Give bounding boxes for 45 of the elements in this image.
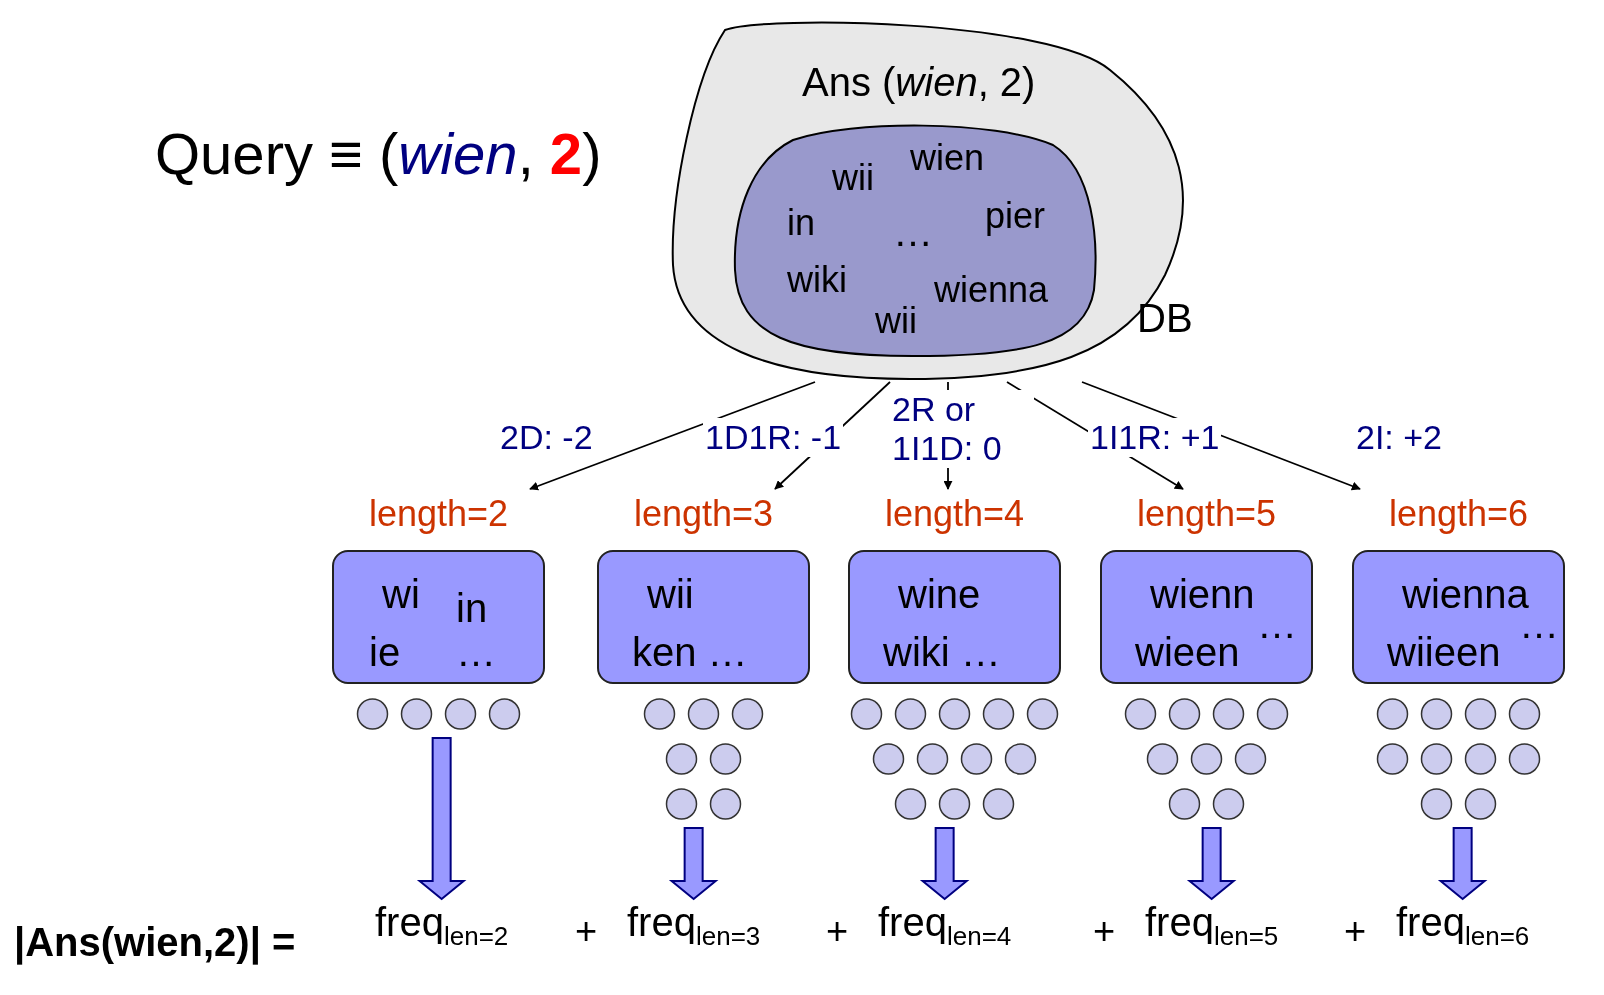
word: wien — [910, 140, 985, 176]
frequency-term: freq$_{len=3}$ — [627, 902, 761, 949]
length-label: length=3 — [632, 496, 775, 532]
plus-sign: + — [826, 912, 849, 950]
plus-sign: + — [575, 912, 598, 950]
length-label: length=5 — [1135, 496, 1278, 532]
plus-sign: + — [1093, 912, 1116, 950]
ellipsis: … — [893, 212, 933, 252]
frequency-term: freq$_{len=5}$ — [1145, 902, 1279, 949]
word: wii — [875, 303, 917, 339]
block-arrow — [668, 827, 719, 901]
block-arrow — [1186, 827, 1237, 901]
frequency-term: freq$_{len=4}$ — [878, 902, 1012, 949]
block-arrow — [416, 737, 467, 901]
word: wii — [647, 574, 694, 614]
word: ie — [369, 632, 401, 672]
db-label: DB — [1137, 298, 1193, 338]
ellipsis: … — [456, 632, 496, 672]
word: ken … — [632, 632, 748, 672]
word: wine — [898, 574, 981, 614]
word: in — [787, 205, 816, 241]
length-label: length=2 — [367, 496, 510, 532]
edge-label: 1I1R: +1 — [1088, 418, 1222, 458]
word: in — [456, 588, 488, 628]
word: wieen — [1135, 632, 1240, 672]
plus-sign: + — [1344, 912, 1367, 950]
word: wii — [832, 160, 874, 196]
length-label: length=6 — [1387, 496, 1530, 532]
frequency-term: freq$_{len=6}$ — [1396, 902, 1530, 949]
arrow — [529, 381, 816, 491]
block-arrow — [1437, 827, 1488, 901]
edge-label: 1D1R: -1 — [703, 418, 844, 458]
ellipsis: … — [1257, 604, 1297, 644]
word: wiieen — [1387, 632, 1501, 672]
edge-label: 2R or 1I1D: 0 — [890, 390, 1034, 469]
length-label: length=4 — [883, 496, 1026, 532]
frequency-term: freq$_{len=2}$ — [375, 902, 509, 949]
word: wiki … — [883, 632, 1001, 672]
word: wi — [382, 574, 420, 614]
word: wienn — [1150, 574, 1255, 614]
word: wienna — [934, 272, 1049, 308]
block-arrow — [919, 827, 970, 901]
word: wiki — [787, 262, 847, 298]
word: pier — [985, 198, 1046, 234]
set-label: Ans (wien, 2) — [802, 62, 1036, 102]
